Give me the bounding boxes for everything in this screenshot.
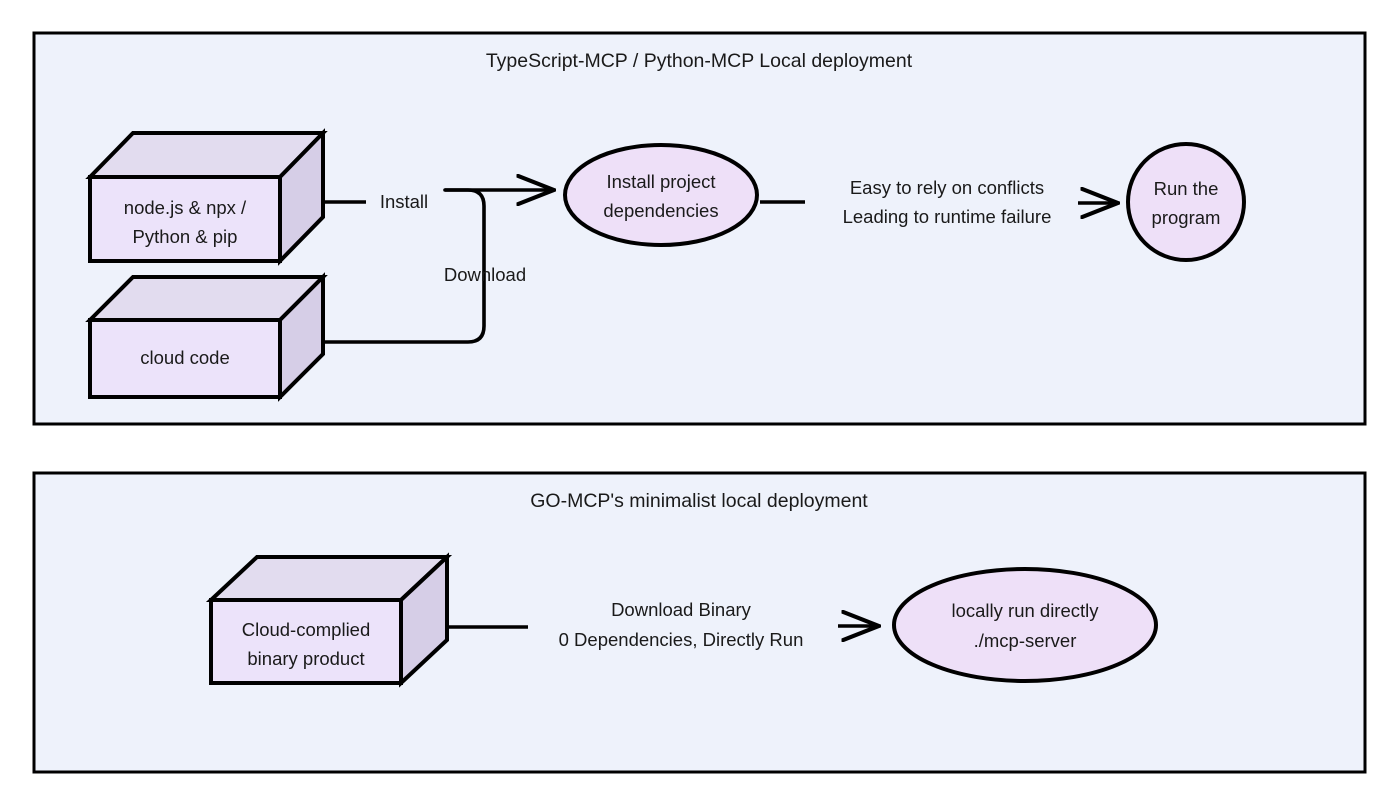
binary-box-label-line2: binary product bbox=[247, 648, 364, 669]
edge-download-connector bbox=[323, 188, 486, 344]
panel-typescript-python-mcp: TypeScript-MCP / Python-MCP Local deploy… bbox=[32, 31, 1367, 426]
runtime-box-front-face bbox=[88, 175, 282, 263]
node-binary-product-box[interactable]: Cloud-complied binary product bbox=[205, 552, 453, 688]
locally-run-ellipse-shape bbox=[892, 567, 1158, 683]
edge-label-conflicts-line2: Leading to runtime failure bbox=[843, 206, 1052, 227]
install-dependencies-label-line1: Install project bbox=[607, 171, 716, 192]
run-program-label-line2: program bbox=[1152, 207, 1221, 228]
edge-label-install: Install bbox=[380, 191, 428, 212]
cloud-code-box-front-face bbox=[88, 318, 282, 399]
binary-box-front-face bbox=[209, 598, 403, 685]
locally-run-label-line1: locally run directly bbox=[951, 600, 1099, 621]
edge-label-download: Download bbox=[444, 264, 526, 285]
panel-go-mcp: GO-MCP's minimalist local deployment Clo… bbox=[32, 471, 1367, 774]
node-runtime-box[interactable]: node.js & npx / Python & pip bbox=[85, 128, 328, 266]
node-cloud-code-box[interactable]: cloud code bbox=[85, 272, 328, 402]
cloud-code-box-label: cloud code bbox=[140, 347, 229, 368]
runtime-box-label-line1: node.js & npx / bbox=[124, 197, 247, 218]
edge-label-download-binary-line1: Download Binary bbox=[611, 599, 752, 620]
locally-run-label-line2: ./mcp-server bbox=[974, 630, 1077, 651]
install-dependencies-ellipse-shape bbox=[563, 143, 759, 247]
run-program-label-line1: Run the bbox=[1154, 178, 1219, 199]
panel-1-title: TypeScript-MCP / Python-MCP Local deploy… bbox=[486, 50, 913, 72]
edge-label-download-binary-line2: 0 Dependencies, Directly Run bbox=[559, 629, 804, 650]
node-install-dependencies-ellipse[interactable]: Install project dependencies bbox=[563, 143, 759, 247]
node-locally-run-ellipse[interactable]: locally run directly ./mcp-server bbox=[892, 567, 1158, 683]
binary-box-label-line1: Cloud-complied bbox=[242, 619, 371, 640]
panel-2-title: GO-MCP's minimalist local deployment bbox=[530, 490, 868, 512]
run-program-circle-shape bbox=[1126, 142, 1246, 262]
runtime-box-label-line2: Python & pip bbox=[133, 226, 238, 247]
edge-label-conflicts-line1: Easy to rely on conflicts bbox=[850, 177, 1044, 198]
install-dependencies-label-line2: dependencies bbox=[603, 200, 718, 221]
node-run-program-circle[interactable]: Run the program bbox=[1126, 142, 1246, 262]
